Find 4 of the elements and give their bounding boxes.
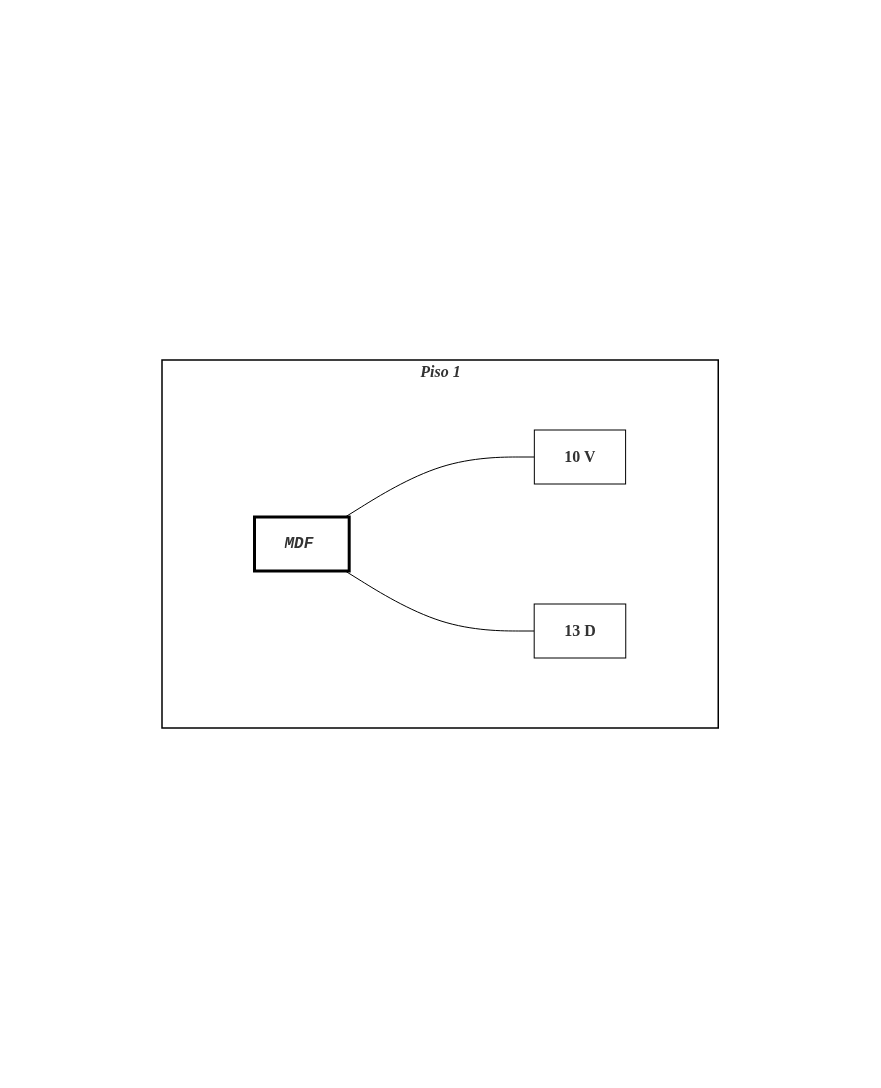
node-box: 10 V: [534, 429, 627, 485]
node-box: MDF: [253, 515, 352, 573]
node-box: 13 D: [534, 603, 627, 659]
connector: [345, 456, 536, 518]
